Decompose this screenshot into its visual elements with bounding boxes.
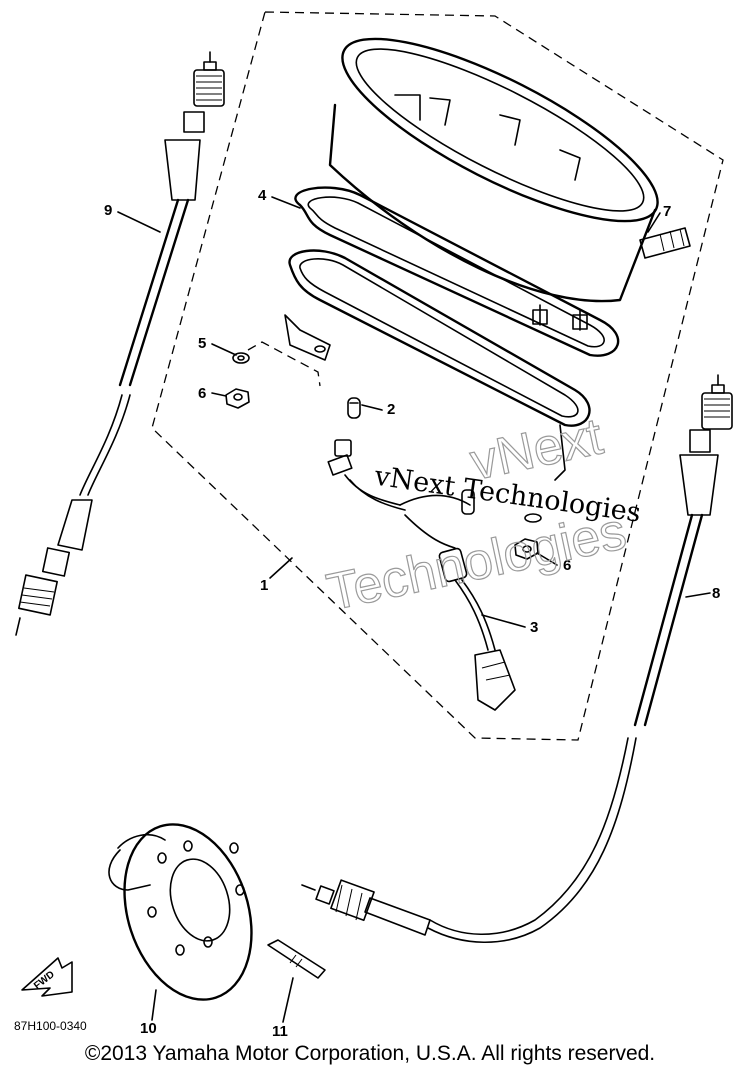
washer-5: [232, 352, 250, 364]
callout-4: 4: [258, 187, 267, 204]
callout-9: 9: [104, 202, 112, 219]
callout-11: 11: [272, 1023, 288, 1040]
drawing-code: 87H100-0340: [14, 1019, 87, 1033]
gear-housing-10: [108, 823, 253, 1001]
assembly-boundary: [151, 11, 724, 741]
callout-3: 3: [530, 619, 538, 636]
callout-6-right: 6: [563, 557, 571, 574]
nut-6-left: [225, 388, 250, 409]
bulb-2: [347, 397, 361, 419]
leader-lines: [117, 196, 711, 1023]
callout-1: 1: [260, 577, 268, 594]
callout-10: 10: [140, 1020, 157, 1037]
pin-11: [267, 939, 326, 979]
cable-8: [301, 374, 733, 944]
meter-case: [284, 249, 591, 481]
meter-housing: [328, 37, 691, 331]
cable-9: [15, 51, 225, 636]
callout-6-left: 6: [198, 385, 206, 402]
seal-4: [294, 186, 620, 357]
copyright-notice: ©2013 Yamaha Motor Corporation, U.S.A. A…: [84, 1042, 656, 1065]
wire-harness-3: [327, 439, 516, 711]
callout-7: 7: [663, 203, 671, 220]
callout-2: 2: [387, 401, 395, 418]
callout-8: 8: [712, 585, 720, 602]
callout-5: 5: [198, 335, 206, 352]
fwd-arrow-icon: FWD: [21, 957, 73, 997]
